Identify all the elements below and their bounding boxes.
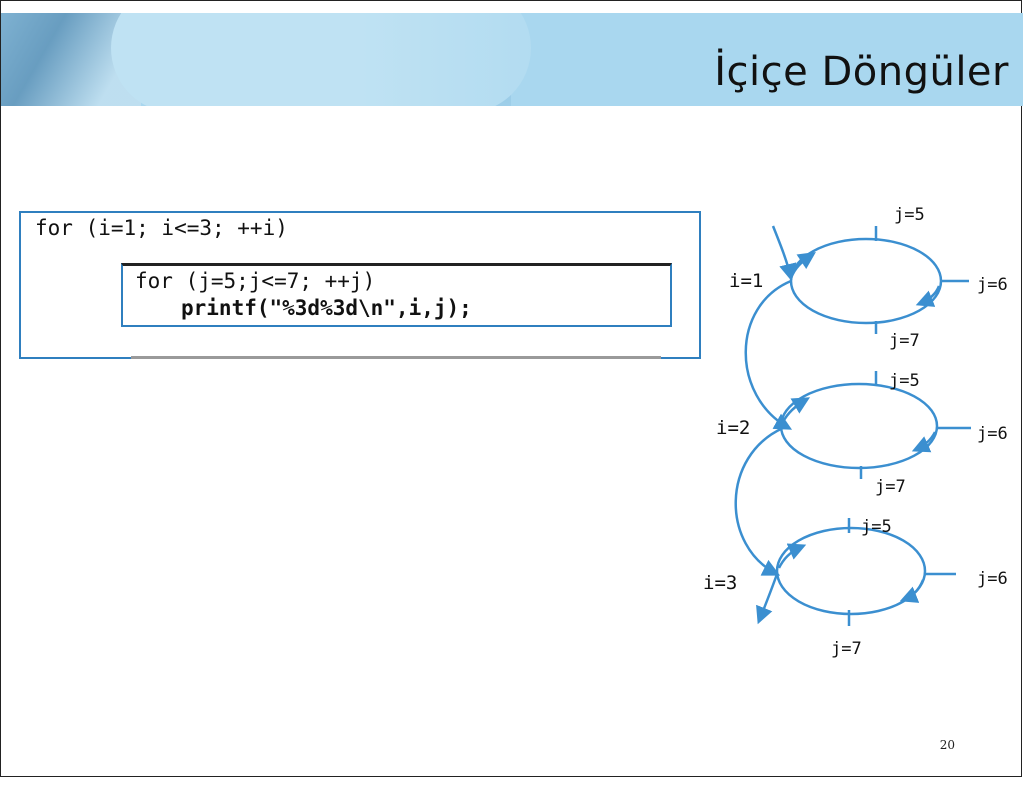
label-loop2-j6: j=6 xyxy=(977,424,1008,444)
label-i1: i=1 xyxy=(729,270,763,292)
page-number: 20 xyxy=(939,738,955,752)
code-block-inner: for (j=5;j<=7; ++j) printf("%3d%3d\n",i,… xyxy=(121,263,672,327)
outer-loop-code: for (i=1; i<=3; ++i) xyxy=(35,216,288,240)
nested-loop-diagram: i=1 i=2 i=3 j=5 j=6 j=7 j=5 j=6 j=7 j=5 … xyxy=(691,196,1021,676)
arrow-3a xyxy=(777,543,807,569)
arrow-1b xyxy=(915,285,941,307)
loop-diagram-svg: i=1 i=2 i=3 j=5 j=6 j=7 j=5 j=6 j=7 j=5 … xyxy=(703,205,1008,659)
outer-connector-1-2 xyxy=(744,279,793,430)
label-loop3-j7: j=7 xyxy=(831,639,862,659)
label-i3: i=3 xyxy=(703,572,737,594)
code-block-outer: for (i=1; i<=3; ++i) for (j=5;j<=7; ++j)… xyxy=(19,211,701,359)
label-loop1-j7: j=7 xyxy=(889,331,920,351)
label-loop3-j5: j=5 xyxy=(861,517,892,537)
header-banner: İçiçe Döngüler xyxy=(1,13,1023,106)
inner-loop-code: for (j=5;j<=7; ++j) xyxy=(135,269,376,293)
arrow-2b xyxy=(911,431,937,453)
arrow-3b xyxy=(899,579,925,603)
label-loop3-j6: j=6 xyxy=(977,569,1008,589)
code-shadow-bar xyxy=(131,356,661,359)
label-loop2-j5: j=5 xyxy=(889,371,920,391)
arrow-1a xyxy=(789,252,816,279)
slide-title: İçiçe Döngüler xyxy=(714,49,1009,95)
inner-loop-ellipse-3 xyxy=(775,526,927,616)
label-loop2-j7: j=7 xyxy=(875,477,906,497)
label-loop1-j6: j=6 xyxy=(977,275,1008,295)
label-i2: i=2 xyxy=(716,417,750,439)
inner-loop-ellipse-2 xyxy=(779,382,939,470)
entry-arrow xyxy=(771,225,797,282)
printf-statement: printf("%3d%3d\n",i,j); xyxy=(181,296,472,320)
exit-arrow xyxy=(756,573,779,625)
label-loop1-j5: j=5 xyxy=(894,205,925,225)
inner-loop-ellipse-1 xyxy=(789,237,943,325)
outer-connector-2-3 xyxy=(734,426,784,576)
banner-fade xyxy=(361,13,661,106)
